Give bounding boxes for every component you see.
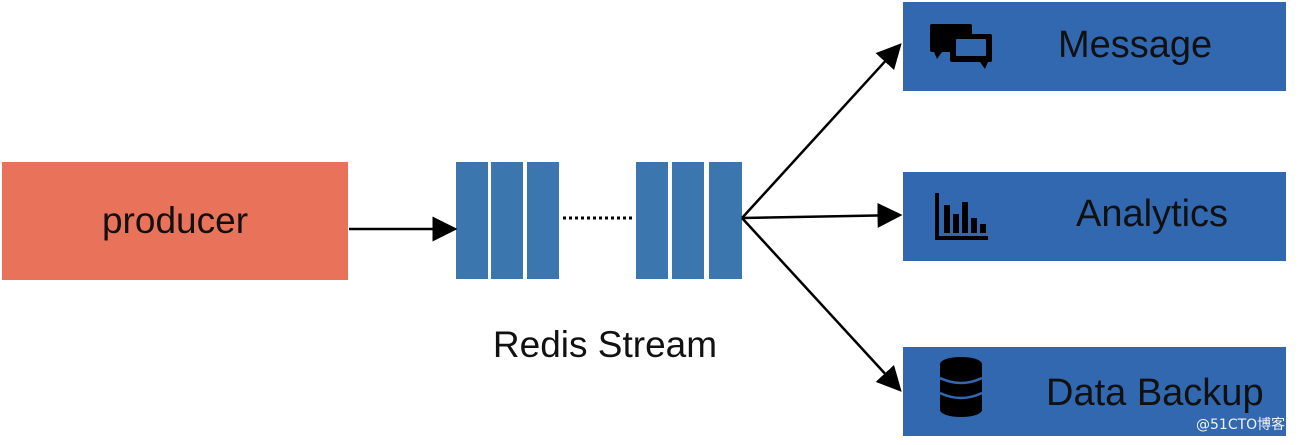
stream-block — [491, 162, 523, 279]
arrow-stream-to-analytics — [741, 202, 903, 228]
database-icon — [939, 357, 983, 417]
analytics-label: Analytics — [1076, 193, 1229, 235]
stream-block — [527, 162, 559, 279]
stream-block — [456, 162, 488, 279]
arrow-stream-to-message — [741, 43, 902, 219]
backup-label: Data Backup — [1046, 372, 1264, 414]
producer-label: producer — [101, 200, 249, 241]
message-label: Message — [1058, 24, 1213, 66]
arrow-stream-to-backup — [741, 217, 902, 392]
bar-chart-icon — [935, 193, 988, 240]
stream-block — [709, 162, 742, 279]
stream-block — [636, 162, 668, 279]
stream-label: Redis Stream — [492, 324, 718, 365]
stream-blocks — [456, 162, 742, 279]
speech-bubbles-icon — [930, 24, 992, 69]
producer-box — [2, 162, 348, 280]
stream-block — [672, 162, 704, 279]
watermark-text: @51CTO博客 — [1196, 417, 1286, 433]
